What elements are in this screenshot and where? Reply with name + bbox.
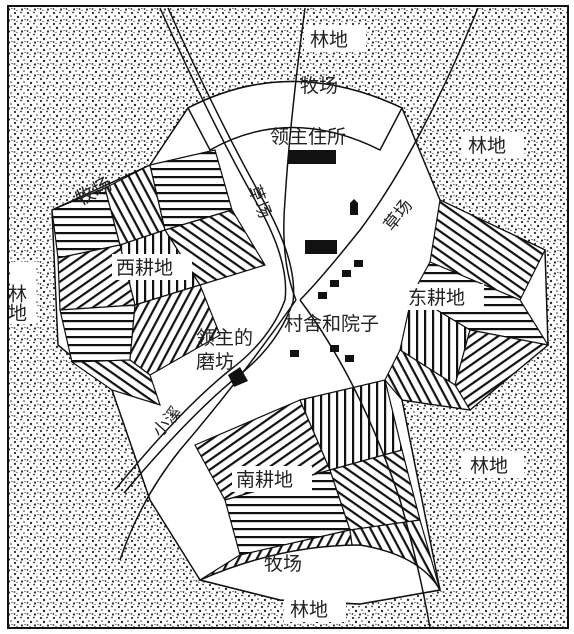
label-forest-top: 林地 (310, 29, 348, 51)
label-village: 村舍和院子 (284, 313, 379, 335)
pasture-top (186, 80, 404, 152)
label-forest-left: 林地 (5, 284, 27, 322)
road-northeast (299, 7, 479, 301)
stream-line-bank (123, 7, 295, 494)
label-mill-line2: 磨坊 (196, 351, 234, 373)
east-field (384, 199, 550, 411)
label-forest-bottom-right: 林地 (470, 455, 508, 477)
chapel-icon (350, 199, 358, 215)
road-southwest (119, 299, 297, 561)
label-forest-right: 林地 (468, 135, 506, 157)
label-pasture-bottom: 牧场 (264, 553, 302, 575)
mill-icon (228, 367, 248, 387)
label-mill-line1: 领主的 (196, 327, 253, 349)
west-field (51, 149, 266, 406)
manor-hall (305, 240, 337, 254)
label-pasture-top: 牧场 (300, 75, 338, 97)
label-forest-bottom: 林地 (290, 599, 328, 621)
road-north (283, 7, 306, 301)
manor-building (288, 150, 336, 164)
label-south-field: 南耕地 (236, 469, 293, 491)
pasture-bottom (197, 544, 442, 605)
stream-line (114, 7, 287, 491)
label-manor: 领主住所 (270, 126, 346, 148)
label-west-field: 西耕地 (116, 257, 173, 279)
village-cottages (290, 260, 363, 362)
label-east-field: 东耕地 (408, 287, 465, 309)
